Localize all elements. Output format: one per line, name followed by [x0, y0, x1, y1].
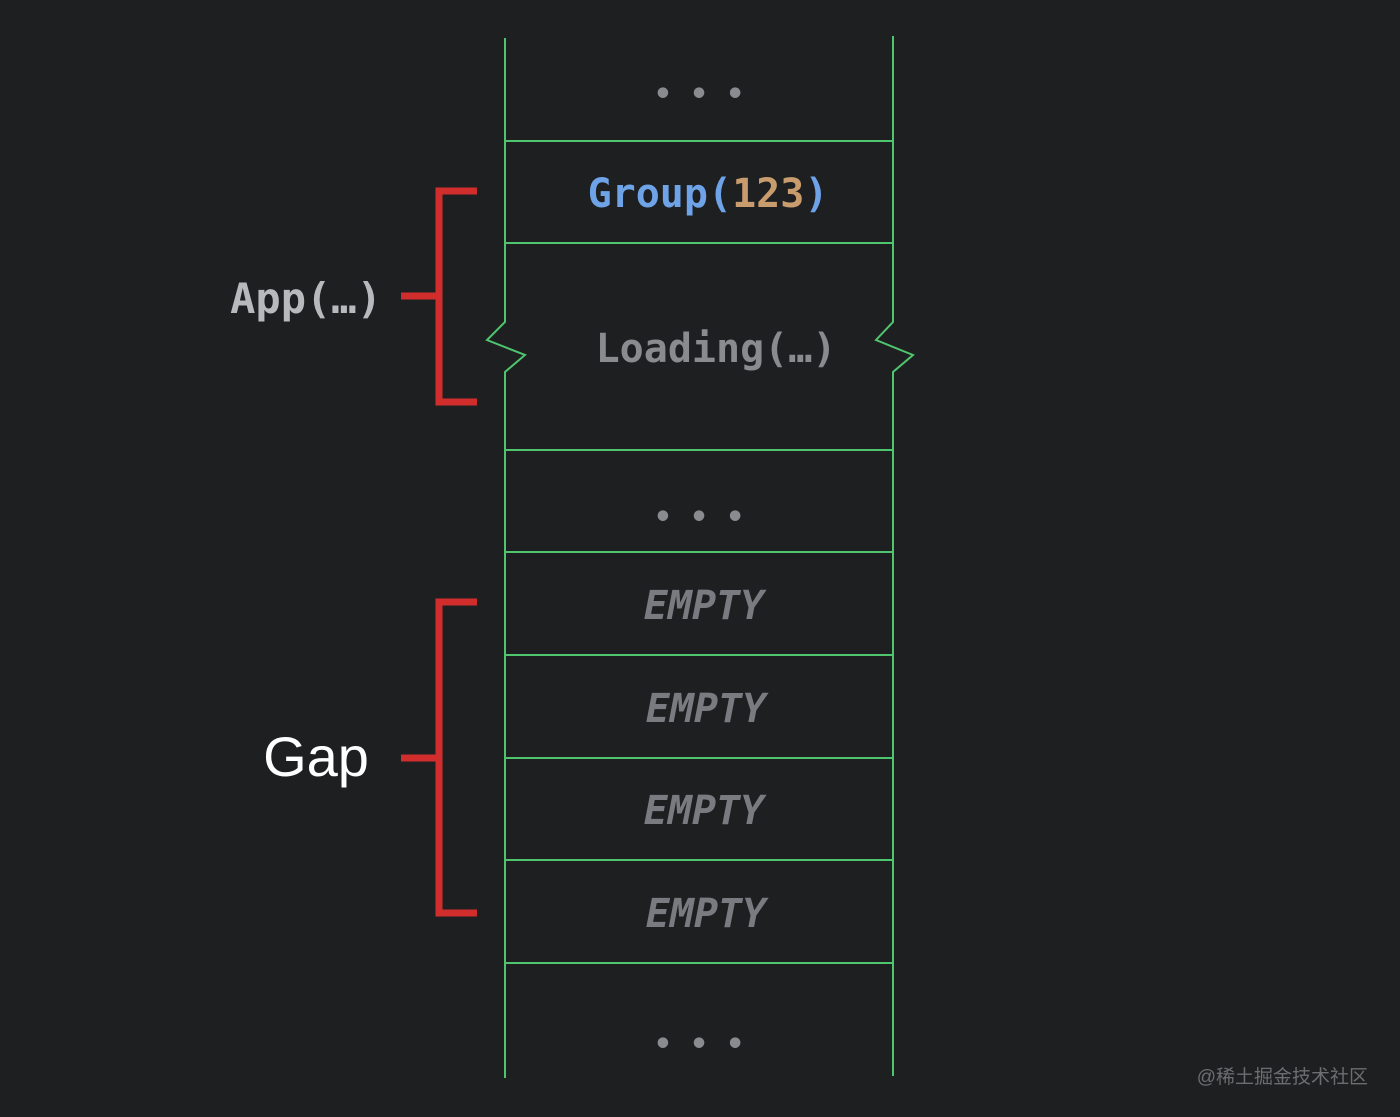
- slot-empty: EMPTY: [644, 583, 767, 629]
- gap-bracket-label: Gap: [263, 725, 369, 788]
- slot-column-right-edge: [874, 36, 915, 1076]
- gap-bracket-shape: [401, 598, 477, 917]
- slot-empty: EMPTY: [646, 686, 769, 732]
- slot-column-left-edge: [485, 38, 527, 1078]
- group-argument: 123: [732, 171, 804, 217]
- slot-ellipsis: • • •: [654, 77, 744, 112]
- group-name: Group: [588, 171, 708, 217]
- app-bracket: App(…): [230, 187, 477, 406]
- app-bracket-label: App(…): [230, 274, 382, 323]
- slot-group: Group(123): [588, 171, 829, 217]
- slot-empty: EMPTY: [644, 788, 767, 834]
- slot-loading: Loading(…): [596, 326, 837, 372]
- group-paren-open: (: [708, 171, 732, 217]
- slot-empty: EMPTY: [646, 891, 769, 937]
- app-bracket-shape: [401, 187, 477, 406]
- slot-ellipsis: • • •: [654, 500, 744, 535]
- slot-dividers: [505, 140, 893, 964]
- gap-bracket: Gap: [263, 598, 477, 917]
- group-paren-close: ): [804, 171, 828, 217]
- slot-ellipsis: • • •: [654, 1027, 744, 1062]
- watermark: @稀土掘金技术社区: [1197, 1066, 1368, 1088]
